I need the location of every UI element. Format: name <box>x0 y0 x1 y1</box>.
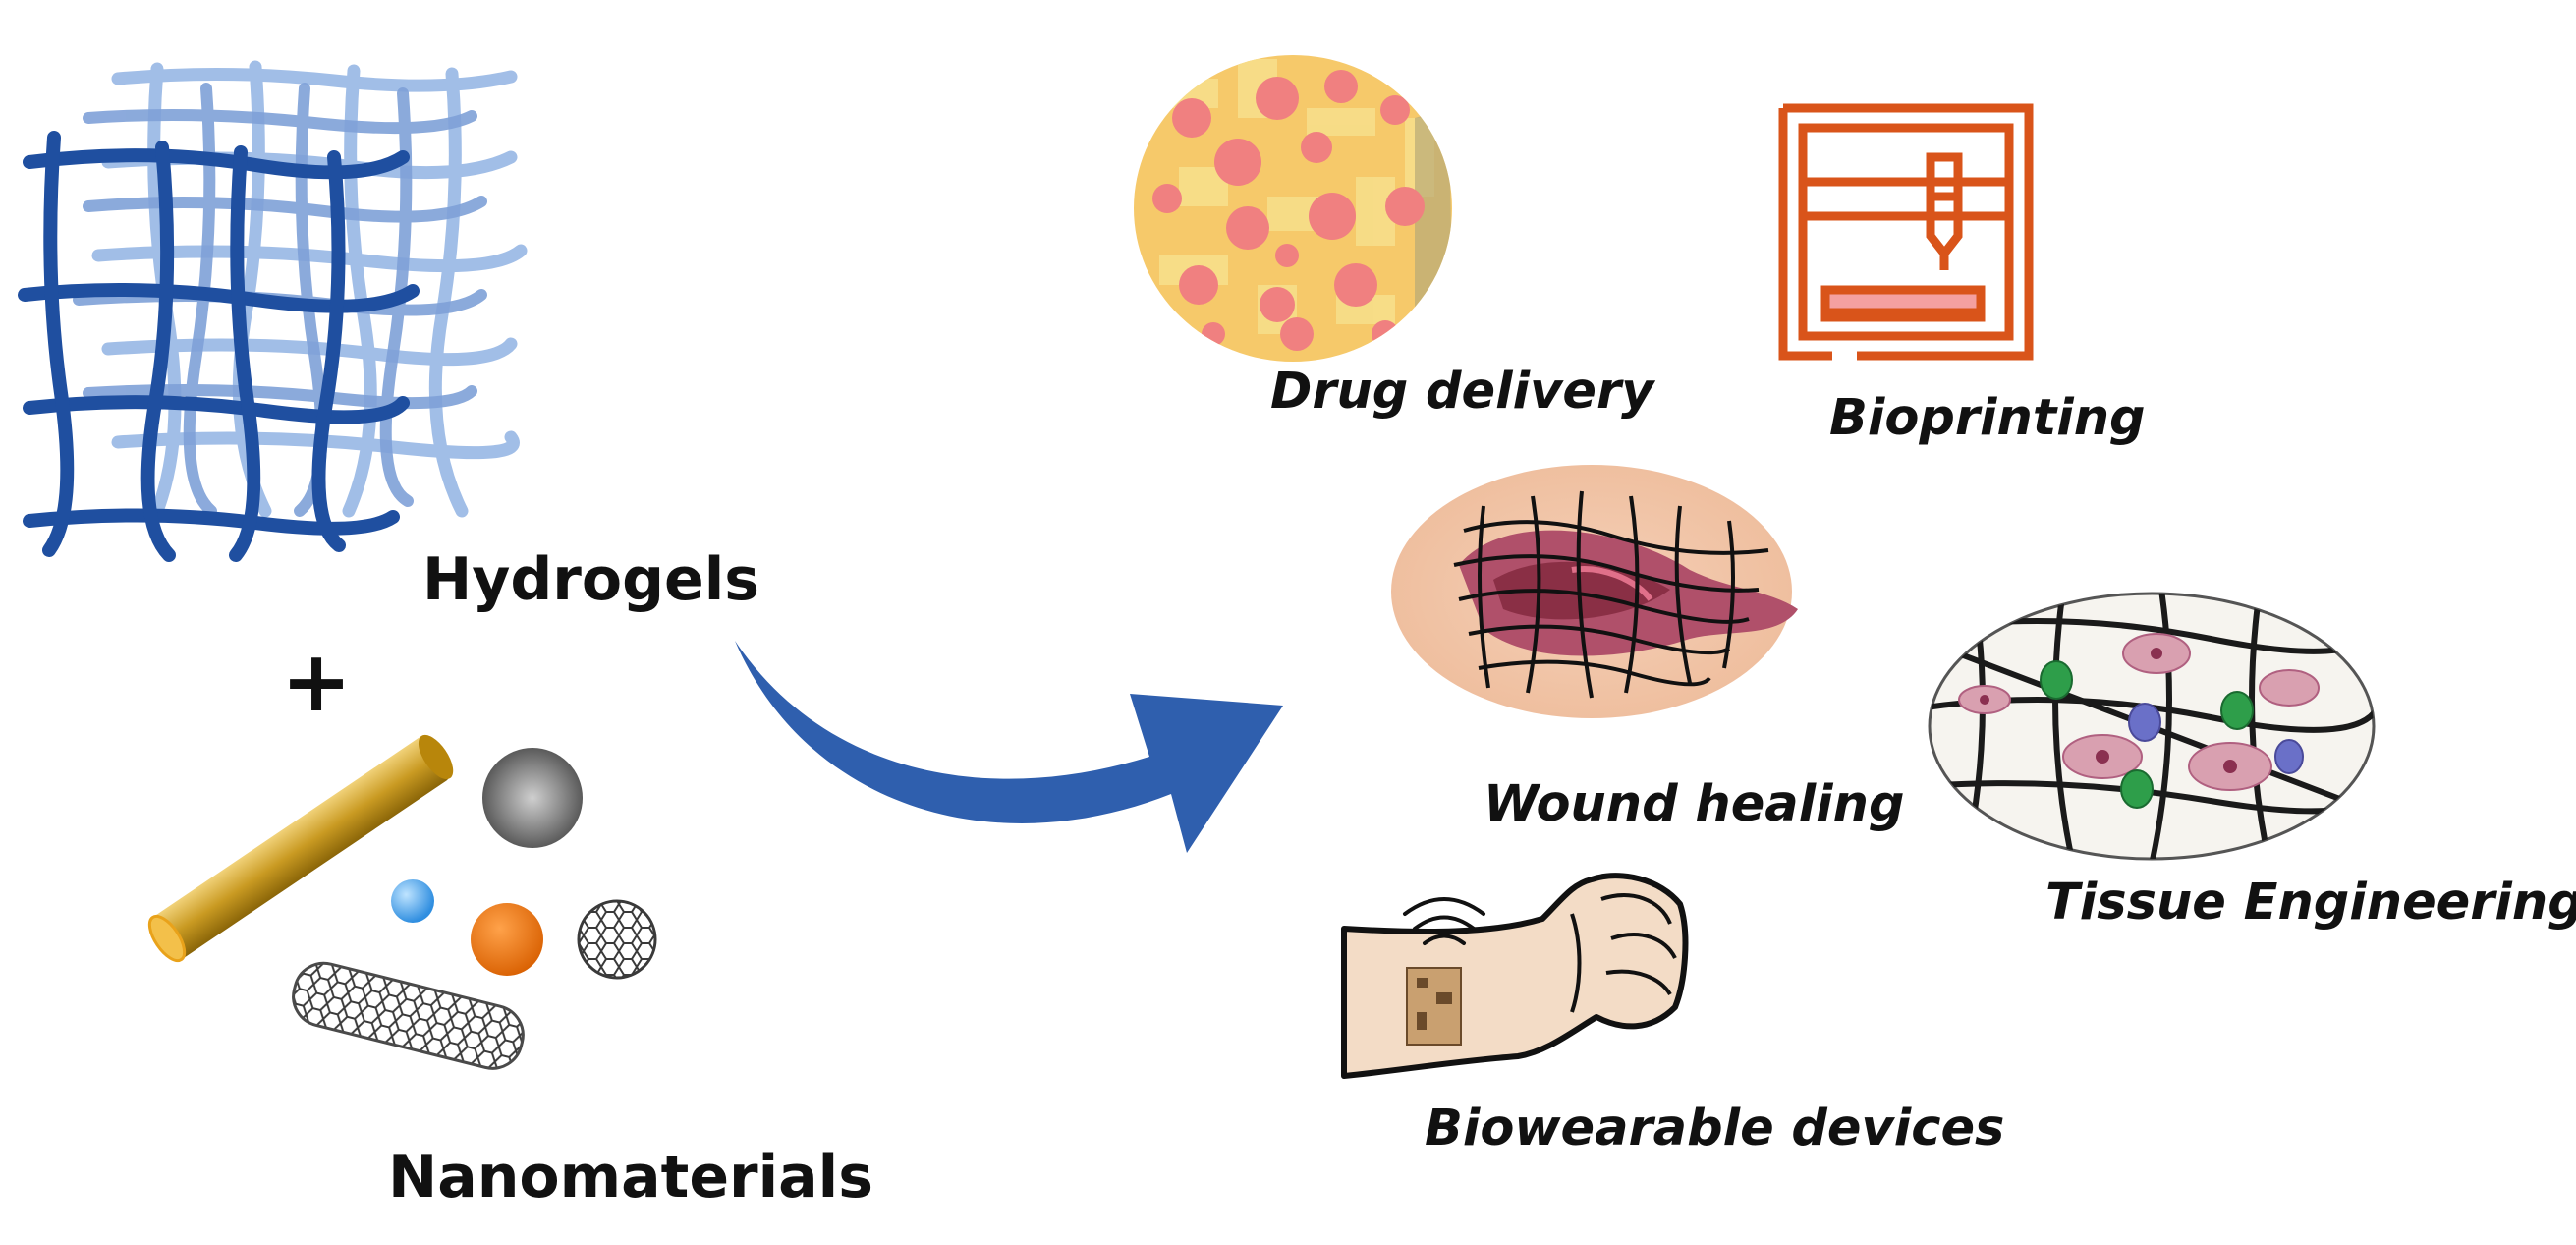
gray-nanoparticle-icon <box>482 748 583 848</box>
tissue-engineering-icon <box>1928 592 2376 861</box>
biowearable-devices-label: Biowearable devices <box>1425 1100 2004 1158</box>
wound-healing-label: Wound healing <box>1484 775 1904 833</box>
bioprinter-icon <box>1778 103 2034 361</box>
orange-nanoparticle-icon <box>471 903 543 976</box>
biowearable-device-icon <box>1341 873 1689 1079</box>
blue-nanoparticle-icon <box>391 879 434 923</box>
fullerene-icon <box>577 899 657 980</box>
carbon-nanotube-icon <box>292 961 525 1070</box>
drug-delivery-icon <box>1134 55 1452 362</box>
nanorod-icon <box>147 734 454 963</box>
hydrogel-mesh-icon <box>18 60 528 562</box>
tissue-engineering-label: Tissue Engineering <box>2045 874 2576 932</box>
wound-healing-icon <box>1391 465 1798 718</box>
plus-sign: + <box>281 633 352 731</box>
wearable-sensor-icon <box>1406 967 1462 1046</box>
curved-arrow-icon <box>735 641 1283 853</box>
nanomaterials-cluster-icon <box>147 734 657 1070</box>
bioprinting-label: Bioprinting <box>1829 389 2146 447</box>
wireless-signal-icon <box>1403 897 1485 945</box>
hydrogels-label: Hydrogels <box>422 545 759 614</box>
drug-delivery-label: Drug delivery <box>1270 363 1656 421</box>
nanomaterials-label: Nanomaterials <box>388 1143 873 1212</box>
